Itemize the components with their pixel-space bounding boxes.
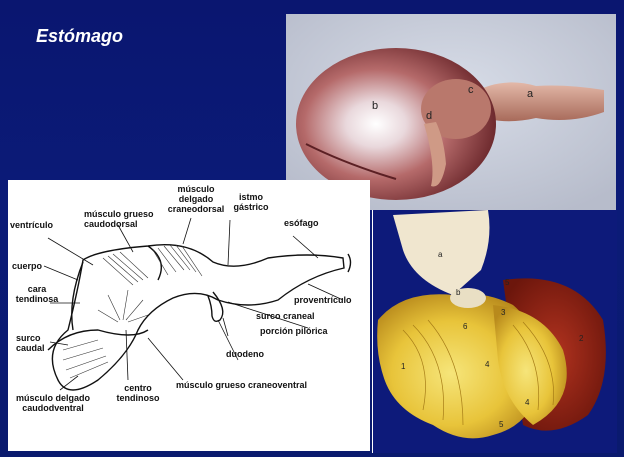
label-surco-caudal: surco caudal xyxy=(16,333,50,353)
label-esofago: esófago xyxy=(284,218,319,228)
bottom-label-1: 1 xyxy=(401,362,405,371)
slide-title: Estómago xyxy=(36,26,123,47)
label-proventriculo: proventrículo xyxy=(294,295,352,305)
label-centro-tendinoso: centro tendinoso xyxy=(113,383,163,403)
label-musculo-delgado-craneodorsal: músculo delgado craneodorsal xyxy=(166,184,226,214)
label-cuerpo: cuerpo xyxy=(12,261,42,271)
label-surco-craneal: surco craneal xyxy=(256,311,315,321)
label-cara-tendinosa: cara tendinosa xyxy=(12,284,62,304)
label-duodeno: duodeno xyxy=(226,349,264,359)
bottom-label-6: 6 xyxy=(463,322,467,331)
bottom-label-2: 2 xyxy=(579,334,583,343)
label-musculo-grueso-caudodorsal: músculo grueso caudodorsal xyxy=(84,209,156,229)
opened-stomach-photo: a b 5 3 6 2 4 1 4 5 xyxy=(372,210,617,453)
anatomy-diagram: ventrículo músculo grueso caudodorsal mú… xyxy=(8,180,370,451)
label-musculo-grueso-craneoventral: músculo grueso craneoventral xyxy=(176,380,307,390)
label-porcion-pilorica: porción pilórica xyxy=(260,326,328,336)
bottom-label-4-middle: 4 xyxy=(485,360,489,369)
label-musculo-delgado-caudodventral: músculo delgado caudodventral xyxy=(14,393,92,413)
bottom-label-5-top: 5 xyxy=(505,278,509,287)
bottom-label-a: a xyxy=(438,250,442,259)
photo-label-c: c xyxy=(468,84,474,96)
photo-label-b: b xyxy=(372,100,378,112)
label-istmo-gastrico: istmo gástrico xyxy=(230,192,272,212)
bottom-label-5-bottom: 5 xyxy=(499,420,503,429)
label-ventriculo: ventrículo xyxy=(10,220,53,230)
photo-label-a: a xyxy=(527,88,533,100)
bottom-label-b: b xyxy=(456,288,460,297)
photo-label-d: d xyxy=(426,110,432,122)
bottom-label-4-lower: 4 xyxy=(525,398,529,407)
bottom-label-3: 3 xyxy=(501,308,505,317)
